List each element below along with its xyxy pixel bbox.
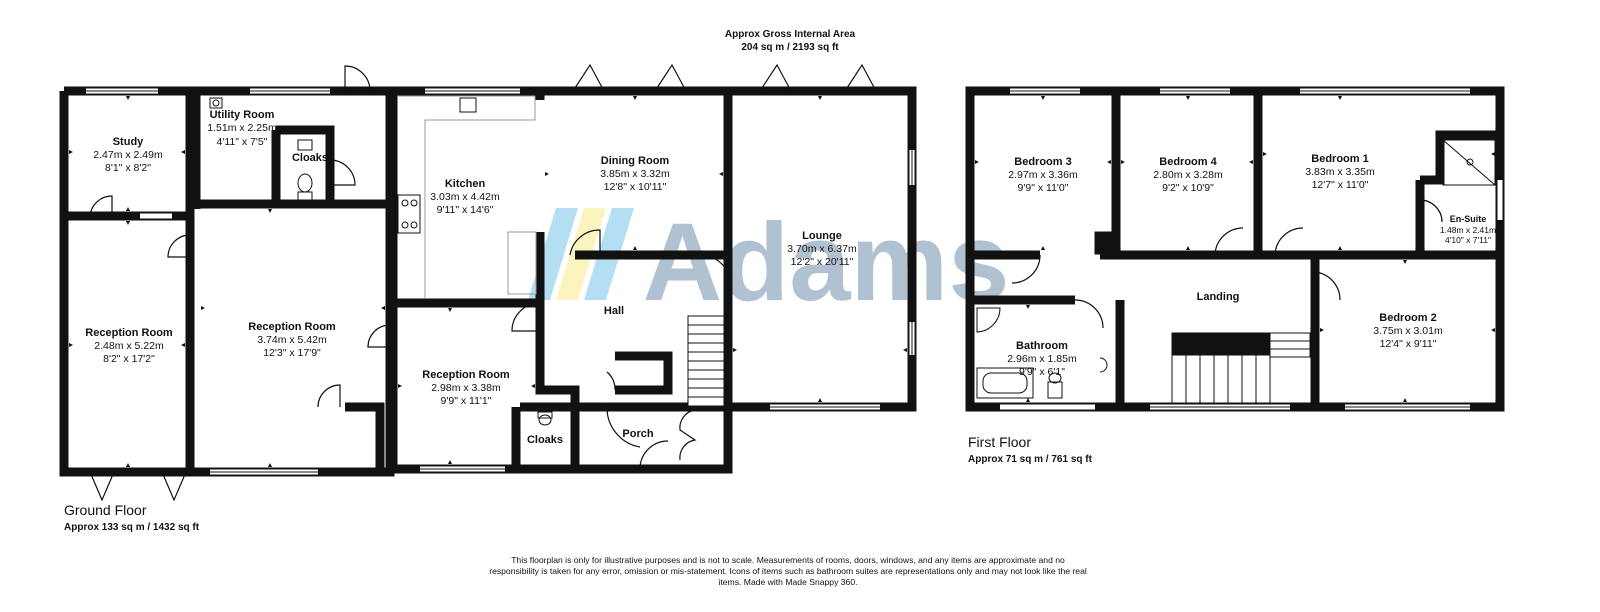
- room-metric: 1.51m x 2.25m: [207, 122, 277, 134]
- first-floor-stairs: [1094, 231, 1311, 404]
- room-bedroom-1: Bedroom 1 3.83m x 3.35m 12'7" x 11'0": [1305, 153, 1375, 191]
- room-name: Bedroom 2: [1379, 312, 1436, 324]
- kitchen-fittings: [397, 95, 537, 298]
- first-floor-area: Approx 71 sq m / 761 sq ft: [968, 454, 1092, 465]
- room-name: Bathroom: [1016, 340, 1068, 352]
- bathroom-fittings: [209, 97, 1496, 426]
- room-metric: 2.96m x 1.85m: [1007, 353, 1077, 365]
- room-metric: 3.75m x 3.01m: [1373, 325, 1443, 337]
- room-imperial: 4'11" x 7'5": [217, 136, 268, 148]
- room-imperial: 9'9" x 11'0": [1018, 182, 1069, 194]
- ground-stairs: [687, 315, 725, 407]
- room-name: Lounge: [802, 230, 842, 242]
- watermark-text: Adams: [643, 201, 1010, 324]
- room-name: Kitchen: [445, 178, 486, 190]
- room-landing: Landing: [1197, 291, 1240, 303]
- room-bathroom: Bathroom 2.96m x 1.85m 9'9" x 6'1": [1007, 340, 1077, 378]
- room-metric: 3.70m x 6.37m: [787, 243, 857, 255]
- room-dining: Dining Room 3.85m x 3.32m 12'8" x 10'11": [600, 155, 670, 193]
- room-metric: 1.48m x 2.41m: [1440, 225, 1496, 235]
- room-name: Cloaks: [292, 152, 328, 164]
- dimension-markers: [69, 96, 1495, 467]
- room-imperial: 12'3" x 17'9": [263, 347, 321, 359]
- ground-floor-caption: Ground Floor Approx 133 sq m / 1432 sq f…: [64, 502, 199, 533]
- room-bedroom-3: Bedroom 3 2.97m x 3.36m 9'9" x 11'0": [1008, 156, 1078, 194]
- room-imperial: 4'10" x 7'11": [1445, 235, 1491, 245]
- room-metric: 3.85m x 3.32m: [600, 168, 670, 180]
- room-imperial: 8'2" x 17'2": [103, 353, 155, 365]
- gross-area-title: Approx Gross Internal Area: [724, 29, 856, 40]
- doors: [89, 63, 1443, 502]
- first-floor-caption: First Floor Approx 71 sq m / 761 sq ft: [968, 434, 1092, 465]
- room-name: Utility Room: [210, 109, 275, 121]
- room-name: Hall: [604, 305, 624, 317]
- room-lounge: Lounge 3.70m x 6.37m 12'2" x 20'11": [787, 230, 857, 268]
- room-name: Study: [113, 136, 144, 148]
- gross-area-value: 204 sq m / 2193 sq ft: [741, 42, 839, 53]
- room-name: Reception Room: [85, 327, 173, 339]
- room-name: Bedroom 4: [1159, 156, 1217, 168]
- room-imperial: 12'4" x 9'11": [1380, 338, 1437, 350]
- room-name: Reception Room: [422, 369, 510, 381]
- room-imperial: 9'2" x 10'9": [1162, 182, 1214, 194]
- room-metric: 3.83m x 3.35m: [1305, 166, 1375, 178]
- room-metric: 3.74m x 5.42m: [257, 334, 327, 346]
- room-en-suite: En-Suite 1.48m x 2.41m 4'10" x 7'11": [1440, 214, 1496, 245]
- room-porch: Porch: [622, 428, 653, 440]
- room-cloaks-upper: Cloaks: [292, 152, 328, 164]
- room-metric: 2.98m x 3.38m: [431, 382, 501, 394]
- room-name: En-Suite: [1450, 214, 1487, 224]
- room-bedroom-4: Bedroom 4 2.80m x 3.28m 9'2" x 10'9": [1153, 156, 1223, 194]
- room-name: Dining Room: [601, 155, 670, 167]
- watermark-logo: Adams: [528, 201, 1009, 324]
- room-metric: 2.48m x 5.22m: [94, 340, 164, 352]
- room-imperial: 9'9" x 6'1": [1019, 366, 1065, 378]
- room-imperial: 9'9" x 11'1": [441, 395, 492, 407]
- room-metric: 2.80m x 3.28m: [1153, 169, 1223, 181]
- room-kitchen: Kitchen 3.03m x 4.42m 9'11" x 14'6": [430, 178, 500, 216]
- gross-area-header: Approx Gross Internal Area 204 sq m / 21…: [690, 28, 890, 54]
- room-name: Bedroom 3: [1014, 156, 1071, 168]
- room-imperial: 12'2" x 20'11": [791, 256, 854, 268]
- room-cloaks-lower: Cloaks: [527, 434, 563, 446]
- room-name: Cloaks: [527, 434, 563, 446]
- room-utility: Utility Room 1.51m x 2.25m 4'11" x 7'5": [207, 109, 277, 148]
- first-floor-walls: [965, 86, 1505, 412]
- room-name: Porch: [622, 428, 653, 440]
- disclaimer-text: This floorplan is only for illustrative …: [489, 555, 1087, 587]
- room-name: Landing: [1197, 291, 1240, 303]
- room-bedroom-2: Bedroom 2 3.75m x 3.01m 12'4" x 9'11": [1373, 312, 1443, 350]
- room-metric: 3.03m x 4.42m: [430, 191, 500, 203]
- room-reception-3: Reception Room 2.98m x 3.38m 9'9" x 11'1…: [422, 369, 510, 407]
- window-lines: [86, 90, 1470, 473]
- ground-floor-area: Approx 133 sq m / 1432 sq ft: [64, 522, 200, 533]
- room-imperial: 12'8" x 10'11": [604, 181, 667, 193]
- room-reception-1: Reception Room 2.48m x 5.22m 8'2" x 17'2…: [85, 327, 173, 365]
- room-imperial: 8'1" x 8'2": [105, 162, 151, 174]
- room-imperial: 9'11" x 14'6": [437, 204, 494, 216]
- room-name: Reception Room: [248, 321, 336, 333]
- room-reception-2: Reception Room 3.74m x 5.42m 12'3" x 17'…: [248, 321, 336, 359]
- room-name: Bedroom 1: [1311, 153, 1368, 165]
- room-metric: 2.97m x 3.36m: [1008, 169, 1078, 181]
- room-hall: Hall: [604, 305, 624, 317]
- ground-floor-name: Ground Floor: [64, 502, 147, 518]
- room-metric: 2.47m x 2.49m: [93, 149, 163, 161]
- room-imperial: 12'7" x 11'0": [1312, 179, 1369, 191]
- first-floor-name: First Floor: [968, 434, 1031, 450]
- room-study: Study 2.47m x 2.49m 8'1" x 8'2": [93, 136, 163, 174]
